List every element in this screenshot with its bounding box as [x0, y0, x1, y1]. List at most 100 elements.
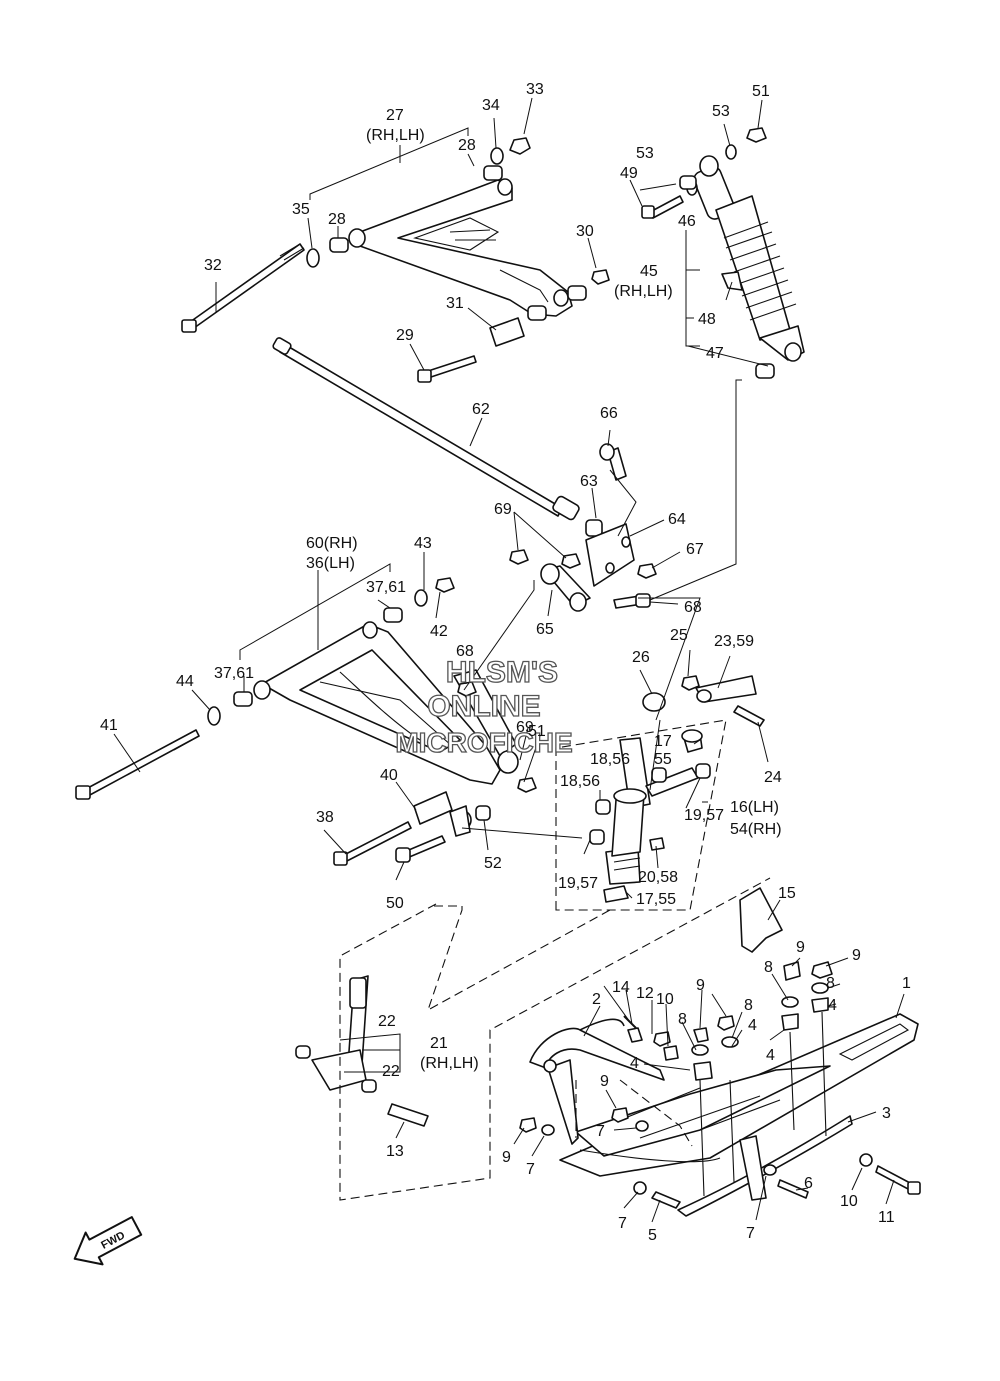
- label-19a: 19,57: [684, 807, 724, 824]
- watermark: HLSM'S ONLINE MICROFICHE: [395, 655, 574, 758]
- label-45rh: (RH,LH): [614, 283, 673, 300]
- label-66: 66: [600, 405, 618, 422]
- label-45: 45: [640, 263, 658, 280]
- label-16: 16(LH): [730, 799, 779, 816]
- label-6: 6: [804, 1175, 813, 1192]
- label-25: 25: [670, 627, 688, 644]
- shock-fasteners: [641, 127, 775, 379]
- label-8d: 8: [678, 1011, 687, 1028]
- label-60: 60(RH): [306, 535, 358, 552]
- label-2: 2: [592, 991, 601, 1008]
- label-53a: 53: [712, 103, 730, 120]
- label-69a: 69: [494, 501, 512, 518]
- ski: [529, 887, 919, 1217]
- label-21rh: (RH,LH): [420, 1055, 479, 1072]
- label-51b: 51: [528, 723, 546, 740]
- label-10a: 10: [656, 991, 674, 1008]
- label-11: 11: [878, 1209, 895, 1226]
- label-38: 38: [316, 809, 334, 826]
- label-23: 23,59: [714, 633, 754, 650]
- label-28a: 28: [458, 137, 476, 154]
- label-68a: 68: [684, 599, 702, 616]
- label-30: 30: [576, 223, 594, 240]
- label-31: 31: [446, 295, 464, 312]
- label-4c: 4: [766, 1047, 775, 1064]
- label-63: 63: [580, 473, 598, 490]
- label-42: 42: [430, 623, 448, 640]
- label-27rh: (RH,LH): [366, 127, 425, 144]
- steering-arm-parts: [642, 675, 765, 727]
- shock-absorber: [693, 155, 805, 362]
- label-69b: 69: [516, 719, 534, 736]
- upper-arm-fasteners: [181, 137, 610, 383]
- label-52: 52: [484, 855, 502, 872]
- label-7d: 7: [746, 1225, 755, 1242]
- part-labels: 1 2 3 4 4 4 4 5 6 7 7 7 7 8 8 8 8 9 9 9 …: [100, 81, 911, 1244]
- label-4d: 4: [630, 1055, 639, 1072]
- label-55: 55: [654, 751, 672, 768]
- label-21: 21: [430, 1035, 448, 1052]
- label-44: 44: [176, 673, 194, 690]
- label-7a: 7: [596, 1123, 605, 1140]
- label-37a: 37,61: [366, 579, 406, 596]
- label-7c: 7: [618, 1215, 627, 1232]
- reference-lines: [239, 127, 771, 1201]
- label-49: 49: [620, 165, 638, 182]
- label-8c: 8: [744, 997, 753, 1014]
- label-15: 15: [778, 885, 796, 902]
- label-9a: 9: [852, 947, 861, 964]
- label-20: 20,58: [638, 869, 678, 886]
- label-1: 1: [902, 975, 911, 992]
- label-62: 62: [472, 401, 490, 418]
- ski-fasteners: [519, 961, 921, 1209]
- label-40: 40: [380, 767, 398, 784]
- label-13: 13: [386, 1143, 404, 1160]
- label-48: 48: [698, 311, 716, 328]
- label-41: 41: [100, 717, 118, 734]
- label-9c: 9: [696, 977, 705, 994]
- label-34: 34: [482, 97, 500, 114]
- label-18b: 18,56: [560, 773, 600, 790]
- label-17b: 17,55: [636, 891, 676, 908]
- label-7b: 7: [526, 1161, 535, 1178]
- label-9d: 9: [600, 1073, 609, 1090]
- label-32: 32: [204, 257, 222, 274]
- ski-spindle: [295, 975, 429, 1127]
- lower-arm-fasteners: [75, 577, 537, 866]
- label-43: 43: [414, 535, 432, 552]
- label-65: 65: [536, 621, 554, 638]
- label-14: 14: [612, 979, 630, 996]
- label-64: 64: [668, 511, 686, 528]
- label-33: 33: [526, 81, 544, 98]
- label-8a: 8: [826, 975, 835, 992]
- label-24: 24: [764, 769, 782, 786]
- label-5: 5: [648, 1227, 657, 1244]
- label-22b: 22: [382, 1063, 400, 1080]
- stabilizer-link: [509, 443, 657, 612]
- watermark-line2: ONLINE: [427, 690, 540, 723]
- label-68b: 68: [456, 643, 474, 660]
- label-50: 50: [386, 895, 404, 912]
- steering-box: [555, 719, 727, 911]
- watermark-line1: HLSM'S: [446, 656, 558, 689]
- label-51a: 51: [752, 83, 770, 100]
- label-22a: 22: [378, 1013, 396, 1030]
- label-12: 12: [636, 985, 654, 1002]
- label-29: 29: [396, 327, 414, 344]
- label-9b: 9: [796, 939, 805, 956]
- label-47: 47: [706, 345, 724, 362]
- watermark-line3: MICROFICHE: [395, 727, 572, 758]
- label-19b: 19,57: [558, 875, 598, 892]
- label-28b: 28: [328, 211, 346, 228]
- label-3: 3: [882, 1105, 891, 1122]
- label-53b: 53: [636, 145, 654, 162]
- leader-lines: [113, 97, 905, 1223]
- label-54: 54(RH): [730, 821, 782, 838]
- label-10b: 10: [840, 1193, 858, 1210]
- label-26: 26: [632, 649, 650, 666]
- label-9e: 9: [502, 1149, 511, 1166]
- upper-arm-bushings: [329, 165, 587, 321]
- label-67: 67: [686, 541, 704, 558]
- label-17a: 17: [654, 733, 672, 750]
